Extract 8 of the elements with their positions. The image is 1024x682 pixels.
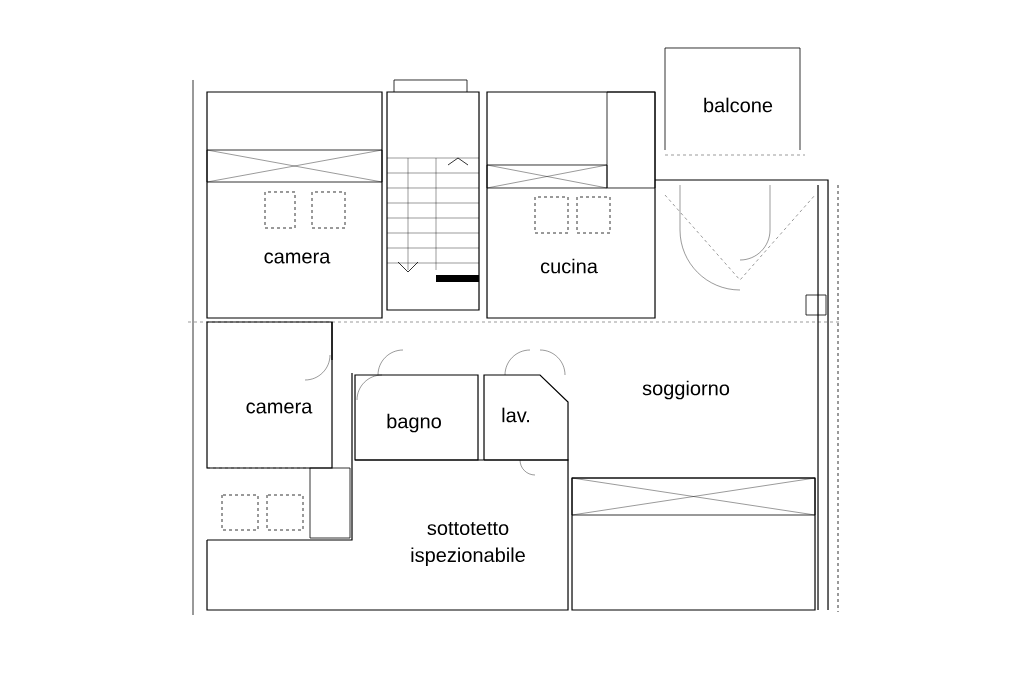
room-label: camera (246, 402, 313, 414)
room-label: balcone (704, 97, 773, 113)
room-label: soggiorno (642, 380, 730, 400)
room-label: cucina (540, 258, 598, 274)
room-label: camera (264, 252, 331, 264)
room-label: bagno (387, 413, 441, 433)
room-label: lav. (502, 407, 529, 423)
room-label: sottotetto ispezionabile (411, 521, 525, 567)
